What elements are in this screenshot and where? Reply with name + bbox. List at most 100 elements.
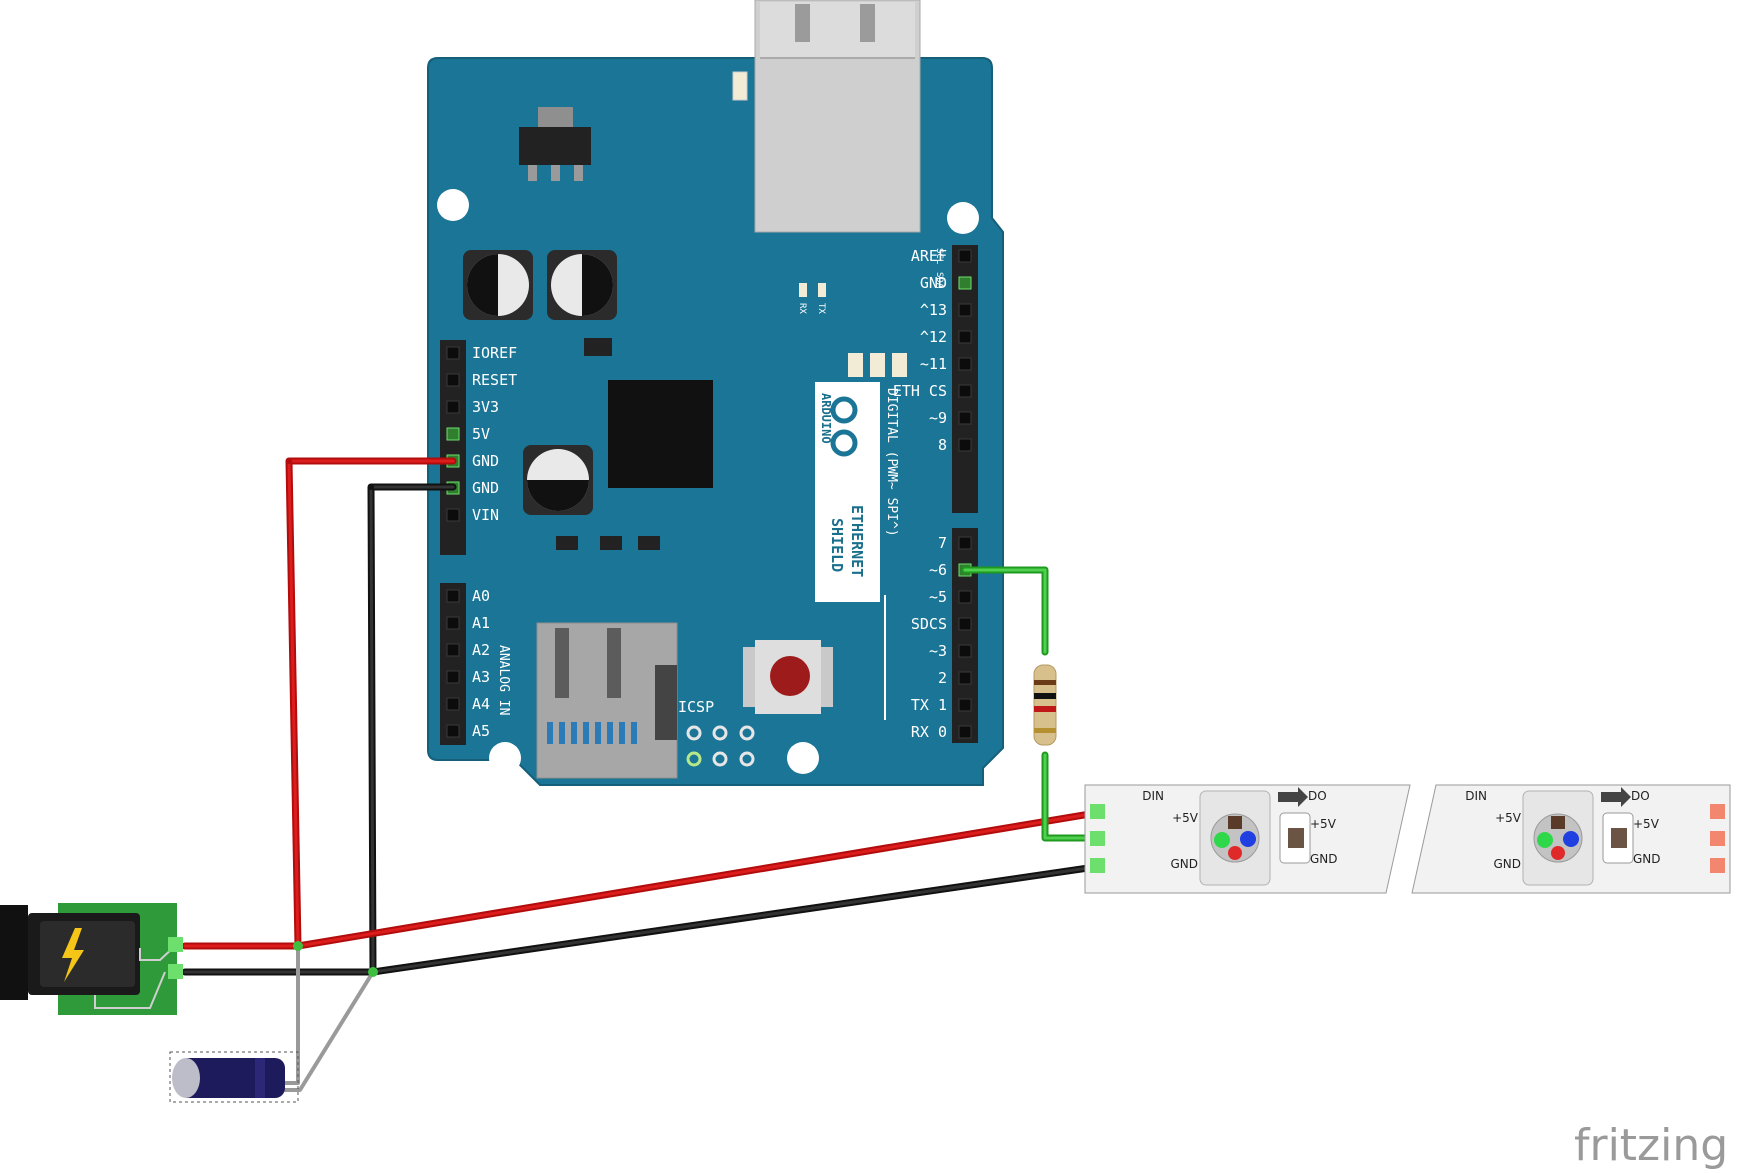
header-pin (958, 249, 972, 263)
pin-label: ~9 (929, 409, 947, 427)
pin-label: A3 (472, 668, 490, 686)
resistor (1033, 664, 1057, 746)
strip-label-v5-right: +5V (1633, 817, 1660, 831)
status-leds (799, 283, 907, 377)
pin-label: RESET (472, 371, 517, 389)
header-pin (958, 590, 972, 604)
capacitor-smd (463, 250, 533, 320)
analog-header (440, 583, 466, 745)
header-pin (958, 644, 972, 658)
pin-label: ~3 (929, 642, 947, 660)
pin-label: 5V (472, 425, 490, 443)
strip-label-din: DIN (1142, 789, 1164, 803)
led-strip: DIN DO +5V +5V GND GND DIN DO +5V +5V GND GND (1084, 784, 1731, 894)
pin-label: A5 (472, 722, 490, 740)
strip-label-v5-left: +5V (1172, 811, 1199, 825)
ethernet-jack (732, 0, 921, 233)
rx-label: RX (797, 303, 807, 314)
header-pin (958, 384, 972, 398)
transistor (638, 536, 660, 550)
sda-label: SDA (934, 272, 944, 289)
analog-in-label: ANALOG IN (496, 645, 511, 715)
strip-label-gnd-right: GND (1310, 852, 1338, 866)
lightning-icon (62, 928, 84, 982)
header-pin (958, 617, 972, 631)
header-pin (958, 276, 972, 290)
header-pin (446, 724, 460, 738)
header-pin (446, 697, 460, 711)
pin-label: GND (920, 274, 947, 292)
strip-label-gnd-left: GND (1493, 857, 1521, 871)
arduino-ethernet-shield: RX TX ICSP (427, 0, 1004, 786)
pin-label: A0 (472, 587, 490, 605)
shield-label: SHIELD (828, 518, 846, 572)
strip-label-do: DO (1308, 789, 1327, 803)
header-pin (958, 438, 972, 452)
digital-label: DIGITAL (PWM~ SPI^) (884, 388, 899, 537)
strip-label-do: DO (1631, 789, 1650, 803)
strip-label-v5-right: +5V (1310, 817, 1337, 831)
pin-label: ^13 (920, 301, 947, 319)
header-pin (446, 346, 460, 360)
fritzing-watermark: fritzing (1574, 1120, 1728, 1171)
mount-hole (947, 202, 979, 234)
header-pin (446, 589, 460, 603)
ethernet-label: ETHERNET (848, 505, 866, 577)
capacitor-smd (547, 250, 617, 320)
header-pin (446, 427, 460, 441)
arrow-right-icon (1601, 787, 1631, 807)
header-pin (958, 411, 972, 425)
pin-label: ^12 (920, 328, 947, 346)
dc-power-jack (0, 903, 183, 1015)
header-pin (446, 508, 460, 522)
pin-label: TX 1 (911, 696, 947, 714)
header-pin (958, 536, 972, 550)
header-pin (958, 303, 972, 317)
pin-label: ~11 (920, 355, 947, 373)
pin-label: A1 (472, 614, 490, 632)
mount-hole (489, 742, 521, 774)
strip-label-v5-left: +5V (1495, 811, 1522, 825)
voltage-regulator (519, 107, 591, 181)
mount-hole (437, 189, 469, 221)
tx-label: TX (816, 303, 826, 314)
pin-label: GND (472, 452, 499, 470)
header-pin (958, 330, 972, 344)
header-pin (958, 725, 972, 739)
wire-junctions (286, 458, 378, 977)
header-pin (958, 698, 972, 712)
header-pin (446, 400, 460, 414)
arduino-logo: ARDUINO ETHERNET SHIELD (815, 382, 880, 602)
electrolytic-capacitor (169, 1051, 299, 1103)
transistor (584, 338, 612, 356)
pin-label: GND (472, 479, 499, 497)
wire-gray-cap-plus (283, 944, 300, 1085)
ethernet-controller-chip (608, 380, 713, 488)
led-lens (1210, 813, 1260, 863)
mount-hole (787, 742, 819, 774)
sd-card-slot (536, 622, 678, 779)
header-pin (446, 643, 460, 657)
icsp-header (686, 725, 755, 767)
strip-label-gnd-right: GND (1633, 852, 1661, 866)
pin-label: A2 (472, 641, 490, 659)
wire-gray-cap-minus (283, 970, 375, 1092)
pin-label: 2 (938, 669, 947, 687)
pin-label: ETH CS (893, 382, 947, 400)
pin-label: SDCS (911, 615, 947, 633)
board-outline (427, 57, 1004, 786)
pin-label: RX 0 (911, 723, 947, 741)
reset-button[interactable] (743, 640, 833, 714)
strip-label-gnd-left: GND (1170, 857, 1198, 871)
led-lens (1533, 813, 1583, 863)
pin-label: AREF (911, 247, 947, 265)
pin-label: A4 (472, 695, 490, 713)
power-header (440, 340, 466, 555)
strip-label-din: DIN (1465, 789, 1487, 803)
pin-label: ~6 (929, 561, 947, 579)
capacitor-smd (523, 445, 593, 515)
pin-label: ~5 (929, 588, 947, 606)
header-pin (446, 373, 460, 387)
pin-label: IOREF (472, 344, 517, 362)
